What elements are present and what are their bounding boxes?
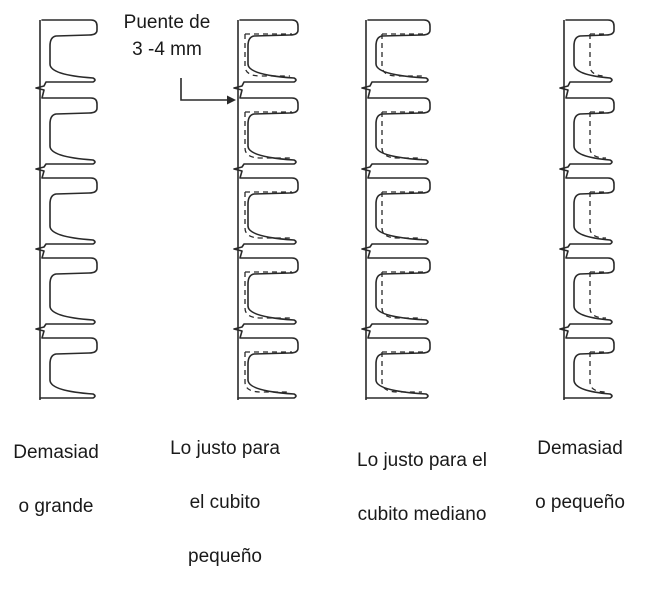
caption-line: o grande <box>18 496 94 517</box>
panel-too-large <box>35 19 98 400</box>
ice-cube-outline <box>244 33 292 77</box>
tray-profile-outline <box>559 19 615 399</box>
caption-line: Lo justo para el <box>357 450 487 471</box>
ice-tray-diagram <box>35 19 615 400</box>
caption-fits-small-cube: Lo justo para el cubito pequeño <box>150 408 300 597</box>
ice-cube-outline <box>244 191 292 239</box>
ice-cube-outline <box>381 271 424 319</box>
caption-line: cubito mediano <box>357 504 487 525</box>
ice-cube-outline <box>381 33 424 77</box>
ice-cube-outline <box>589 111 608 159</box>
ice-cube-outline <box>381 111 424 159</box>
caption-line: o pequeño <box>535 492 625 513</box>
caption-too-large: Demasiad o grande <box>0 412 112 547</box>
tray-profile-outline <box>233 19 299 399</box>
bridge-callout-label: Puente de 3 -4 mm <box>112 9 222 63</box>
ice-cube-outline <box>244 271 292 319</box>
caption-line: Lo justo para <box>170 438 280 459</box>
ice-cube-outline <box>244 351 292 393</box>
bridge-callout-line1: Puente de <box>123 12 211 33</box>
caption-line: el cubito <box>189 492 261 513</box>
ice-cube-outline <box>589 271 608 319</box>
ice-cube-outline <box>381 191 424 239</box>
tray-profile-outline <box>35 19 98 399</box>
ice-cube-outline <box>244 111 292 159</box>
caption-too-small: Demasiad o pequeño <box>518 408 642 543</box>
ice-cube-outline <box>589 351 608 393</box>
caption-line: Demasiad <box>537 438 623 459</box>
bridge-callout-line2: 3 -4 mm <box>132 39 202 60</box>
ice-cube-outline <box>589 191 608 239</box>
ice-cube-outline <box>381 351 424 393</box>
ice-cube-outline <box>589 33 608 77</box>
caption-fits-medium-cube: Lo justo para el cubito mediano <box>332 420 512 555</box>
panel-too-small <box>559 19 615 400</box>
caption-line: Demasiad <box>13 442 99 463</box>
bridge-callout-arrow <box>180 78 236 105</box>
panel-fits-small-cube <box>233 19 299 400</box>
caption-line: pequeño <box>188 546 262 567</box>
tray-profile-outline <box>361 19 431 399</box>
panel-fits-medium-cube <box>361 19 431 400</box>
